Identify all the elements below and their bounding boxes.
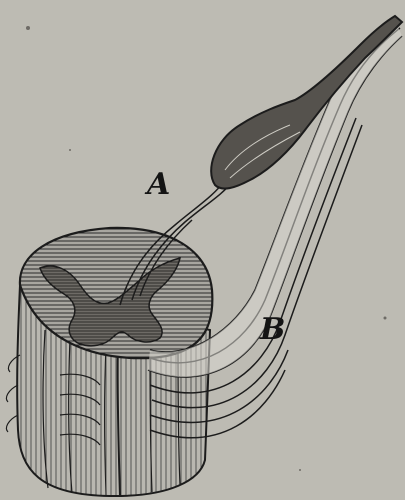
label-b: B (260, 315, 285, 345)
label-a: A (147, 170, 170, 200)
